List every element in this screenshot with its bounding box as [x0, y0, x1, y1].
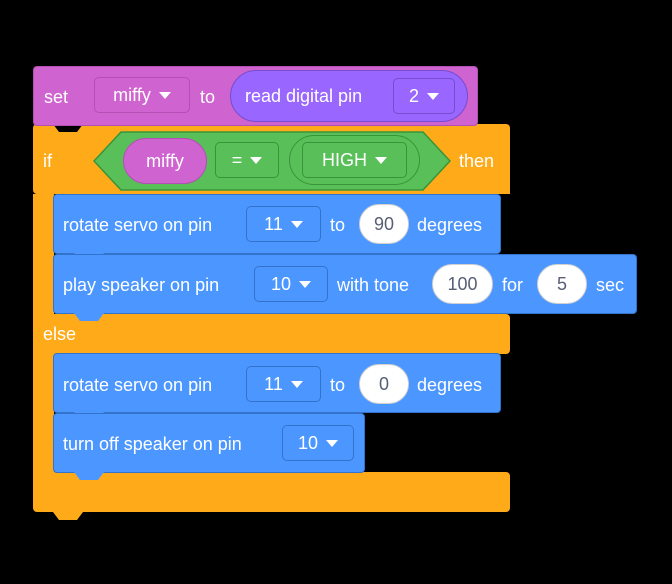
miffy-variable-reporter[interactable]: miffy: [123, 138, 207, 184]
degrees-label: degrees: [417, 215, 483, 235]
tone-input[interactable]: 100: [432, 264, 493, 304]
angle-input[interactable]: 0: [359, 364, 409, 404]
chevron-down-icon: [326, 439, 339, 447]
speaker-pin-dropdown[interactable]: 10: [282, 425, 354, 461]
servo-pin-dropdown[interactable]: 11: [246, 366, 321, 402]
chevron-down-icon: [250, 156, 263, 164]
condition-left-value: miffy: [146, 150, 184, 171]
rotate-servo-block[interactable]: rotate servo on pin 11 to 90 degrees: [53, 194, 501, 261]
play-speaker-label: play speaker on pin: [63, 275, 220, 295]
block-notch: [53, 124, 83, 132]
high-value-reporter[interactable]: HIGH: [289, 135, 420, 185]
degrees-label: degrees: [417, 375, 483, 395]
chevron-down-icon: [299, 280, 312, 288]
else-keyword: else: [43, 324, 77, 344]
servo-pin-value: 11: [264, 213, 283, 234]
angle-input[interactable]: 90: [359, 204, 409, 244]
turn-off-speaker-label: turn off speaker on pin: [63, 434, 242, 454]
read-digital-pin-reporter[interactable]: read digital pin 2: [230, 70, 468, 122]
chevron-down-icon: [290, 220, 303, 228]
servo-pin-dropdown[interactable]: 11: [246, 206, 321, 242]
pin-value: 2: [408, 85, 419, 106]
if-else-arm-upper: [33, 194, 54, 314]
rotate-servo-label: rotate servo on pin: [63, 215, 213, 235]
for-keyword: for: [502, 275, 524, 295]
high-dropdown[interactable]: HIGH: [302, 142, 407, 178]
servo-pin-value: 11: [264, 373, 283, 394]
operator-dropdown[interactable]: =: [215, 142, 279, 178]
to-keyword: to: [200, 87, 216, 107]
else-bar: [33, 314, 510, 354]
variable-value: miffy: [113, 84, 151, 105]
operator-value: =: [231, 149, 243, 170]
high-value: HIGH: [322, 149, 367, 170]
with-tone-label: with tone: [337, 275, 410, 295]
to-keyword: to: [330, 375, 346, 395]
then-keyword: then: [459, 151, 495, 171]
if-keyword: if: [43, 151, 52, 171]
block-bottom-tab: [53, 512, 83, 520]
read-digital-pin-label: read digital pin: [245, 86, 363, 106]
chevron-down-icon: [158, 91, 171, 99]
sec-label: sec: [596, 275, 625, 295]
chevron-down-icon: [290, 380, 303, 388]
chevron-down-icon: [375, 156, 387, 164]
speaker-pin-value: 10: [270, 273, 292, 294]
block-bottom-tab: [74, 472, 104, 480]
speaker-pin-value: 10: [297, 432, 319, 453]
duration-input[interactable]: 5: [537, 264, 587, 304]
set-keyword: set: [44, 87, 69, 107]
rotate-servo-label: rotate servo on pin: [63, 375, 213, 395]
if-else-arm-lower: [33, 354, 54, 472]
set-variable-block[interactable]: set miffy to read digital pin 2: [33, 66, 478, 126]
speaker-pin-dropdown[interactable]: 10: [254, 266, 328, 302]
play-speaker-block[interactable]: play speaker on pin 10 with tone 100 for…: [53, 254, 637, 321]
turn-off-speaker-block[interactable]: turn off speaker on pin 10: [53, 413, 365, 480]
variable-dropdown[interactable]: miffy: [94, 77, 190, 113]
to-keyword: to: [330, 215, 346, 235]
if-else-bottom: [33, 472, 510, 520]
chevron-down-icon: [427, 92, 439, 100]
rotate-servo-block[interactable]: rotate servo on pin 11 to 0 degrees: [53, 353, 501, 420]
pin-dropdown[interactable]: 2: [393, 78, 455, 114]
block-bottom-tab: [74, 313, 104, 321]
